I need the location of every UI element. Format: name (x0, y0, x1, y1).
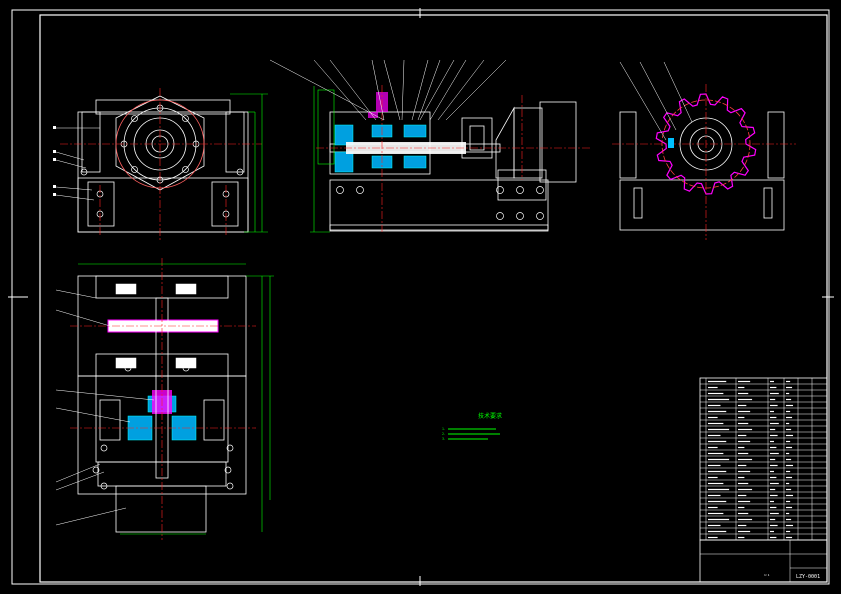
bolt-hole (224, 466, 232, 474)
bolt-hole (80, 168, 88, 176)
bolt-hole (100, 444, 108, 452)
leader-line (419, 59, 455, 121)
leader-line (269, 59, 385, 121)
bolt-hole (92, 466, 100, 474)
leader-line (429, 59, 467, 121)
leader-line (371, 59, 385, 121)
leader-line (313, 59, 367, 121)
leader-line (329, 59, 377, 121)
bolt-hole (131, 115, 138, 122)
tech-note-line-3: 3. (442, 437, 445, 441)
bolt-hole (236, 168, 244, 176)
leader-line (437, 59, 485, 121)
top-view (55, 258, 274, 540)
parts-list-table (699, 377, 828, 541)
bolt-hole (124, 284, 132, 292)
bolt-hole (131, 166, 138, 173)
side-bolt-holes (336, 186, 544, 220)
tech-notes-title: 技术要求 (478, 412, 502, 420)
bolt-hole (496, 212, 504, 220)
bolt-hole (536, 186, 544, 194)
scale-label: 1:1 (764, 573, 770, 577)
bolt-hole (496, 186, 504, 194)
leader-line (383, 59, 401, 121)
leader-line (417, 59, 441, 121)
bolt-hole (536, 212, 544, 220)
bolt-hole (182, 166, 189, 173)
right-view (612, 61, 796, 240)
title-block: LZY-0001 1:1 (699, 539, 828, 583)
drawing-number: LZY-0001 (796, 574, 820, 580)
bolt-hole (124, 364, 132, 372)
bolt-hole (226, 444, 234, 452)
tech-note-line-1: 1. (442, 427, 445, 431)
bolt-hole (356, 186, 364, 194)
leader-line (445, 59, 507, 121)
leader-line (401, 59, 405, 121)
drawing-frame (8, 8, 834, 586)
bolt-hole (100, 482, 108, 490)
side-section-view (269, 59, 590, 233)
bolt-hole (516, 212, 524, 220)
bolt-hole (182, 115, 189, 122)
side-leader-lines (269, 59, 507, 121)
bolt-hole (336, 186, 344, 194)
bolt-hole (516, 186, 524, 194)
tech-note-line-2: 2. (442, 432, 445, 436)
top-bolt-holes (92, 284, 234, 490)
front-view (53, 88, 268, 242)
bolt-hole (182, 364, 190, 372)
bolt-hole (182, 284, 190, 292)
leader-line (411, 59, 429, 121)
bolt-hole (226, 482, 234, 490)
tech-notes: 技术要求 1. 2. 3. (442, 412, 502, 441)
